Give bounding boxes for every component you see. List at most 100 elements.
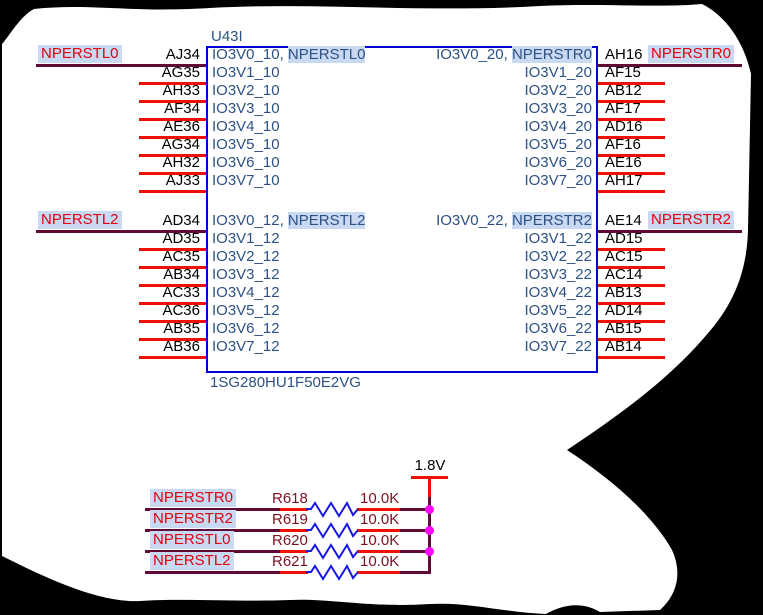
net-wire[interactable] xyxy=(400,571,431,574)
resistor-lead-wire[interactable] xyxy=(357,529,401,532)
pin-stub-wire[interactable] xyxy=(139,118,206,121)
resistor-refdes[interactable]: R621 xyxy=(272,553,308,570)
pin-number[interactable]: AF34 xyxy=(164,100,200,117)
net-label[interactable]: NPERSTL0 xyxy=(38,45,122,63)
pin-stub-wire[interactable] xyxy=(139,136,206,139)
pin-number[interactable]: AJ34 xyxy=(165,46,200,63)
pin-number[interactable]: AB12 xyxy=(605,82,642,99)
pin-number[interactable]: AG35 xyxy=(161,64,200,81)
pin-stub-wire[interactable] xyxy=(598,302,665,305)
pin-stub-wire[interactable] xyxy=(139,248,206,251)
pin-number[interactable]: AE16 xyxy=(605,154,642,171)
pin-number[interactable]: AF17 xyxy=(605,100,641,117)
pin-number[interactable]: AC15 xyxy=(605,248,643,265)
pin-number[interactable]: AC35 xyxy=(162,248,200,265)
resistor-lead-wire[interactable] xyxy=(280,550,308,553)
pin-number[interactable]: AH17 xyxy=(605,172,643,189)
pin-number[interactable]: AJ33 xyxy=(165,172,200,189)
net-label[interactable]: NPERSTR2 xyxy=(150,510,237,528)
pin-number[interactable]: AG34 xyxy=(161,136,200,153)
net-wire[interactable] xyxy=(36,230,206,233)
pin-stub-wire[interactable] xyxy=(598,248,665,251)
pin-stub-wire[interactable] xyxy=(598,136,665,139)
pin-number[interactable]: AC36 xyxy=(162,302,200,319)
pullup-bus-wire[interactable] xyxy=(428,497,431,574)
pin-number[interactable]: AD15 xyxy=(605,230,643,247)
pin-stub-wire[interactable] xyxy=(598,320,665,323)
net-label[interactable]: NPERSTL0 xyxy=(150,531,234,549)
resistor-zigzag[interactable] xyxy=(306,563,359,582)
supply-label[interactable]: 1.8V xyxy=(414,457,446,474)
pin-number[interactable]: AD14 xyxy=(605,302,643,319)
pin-stub-wire[interactable] xyxy=(598,154,665,157)
pin-stub-wire[interactable] xyxy=(598,100,665,103)
net-label[interactable]: NPERSTL2 xyxy=(38,211,122,229)
component-refdes[interactable]: U43I xyxy=(211,28,243,45)
pin-number[interactable]: AF15 xyxy=(605,64,641,81)
pin-number[interactable]: AC33 xyxy=(162,284,200,301)
resistor-value[interactable]: 10.0K xyxy=(360,553,400,570)
pin-number[interactable]: AB14 xyxy=(605,338,642,355)
pin-stub-wire[interactable] xyxy=(598,356,665,359)
net-wire[interactable] xyxy=(400,508,431,511)
pin-stub-wire[interactable] xyxy=(139,172,206,175)
resistor-value[interactable]: 10.0K xyxy=(360,532,400,549)
resistor-refdes[interactable]: R618 xyxy=(272,490,308,507)
net-label[interactable]: NPERSTR2 xyxy=(648,211,735,229)
net-wire[interactable] xyxy=(145,529,281,532)
net-wire[interactable] xyxy=(145,571,281,574)
pin-number[interactable]: AH32 xyxy=(162,154,200,171)
net-label[interactable]: NPERSTL2 xyxy=(150,552,234,570)
pin-number[interactable]: AB13 xyxy=(605,284,642,301)
pin-stub-wire[interactable] xyxy=(139,320,206,323)
pin-number[interactable]: AH16 xyxy=(605,46,643,63)
pin-number[interactable]: AD16 xyxy=(605,118,643,135)
net-wire[interactable] xyxy=(400,550,431,553)
pin-number[interactable]: AH33 xyxy=(162,82,200,99)
pin-number[interactable]: AF16 xyxy=(605,136,641,153)
pin-number[interactable]: AC14 xyxy=(605,266,643,283)
pin-stub-wire[interactable] xyxy=(139,100,206,103)
pin-stub-wire[interactable] xyxy=(598,118,665,121)
resistor-lead-wire[interactable] xyxy=(357,550,401,553)
resistor-value[interactable]: 10.0K xyxy=(360,490,400,507)
resistor-zigzag[interactable] xyxy=(306,521,359,540)
resistor-lead-wire[interactable] xyxy=(280,508,308,511)
pin-number[interactable]: AB35 xyxy=(163,320,200,337)
resistor-zigzag[interactable] xyxy=(306,500,359,519)
pin-stub-wire[interactable] xyxy=(598,338,665,341)
pin-number[interactable]: AD34 xyxy=(162,212,200,229)
power-stub-wire[interactable] xyxy=(428,478,431,498)
net-wire[interactable] xyxy=(145,508,281,511)
pin-number[interactable]: AE14 xyxy=(605,212,642,229)
pin-number[interactable]: AB15 xyxy=(605,320,642,337)
resistor-lead-wire[interactable] xyxy=(280,571,308,574)
resistor-lead-wire[interactable] xyxy=(357,571,401,574)
pin-number[interactable]: AB36 xyxy=(163,338,200,355)
net-label[interactable]: NPERSTR0 xyxy=(150,489,237,507)
pin-stub-wire[interactable] xyxy=(139,302,206,305)
net-wire[interactable] xyxy=(598,230,742,233)
pin-number[interactable]: AE36 xyxy=(163,118,200,135)
pin-number[interactable]: AB34 xyxy=(163,266,200,283)
pin-stub-wire[interactable] xyxy=(139,190,206,193)
resistor-value[interactable]: 10.0K xyxy=(360,511,400,528)
resistor-zigzag[interactable] xyxy=(306,542,359,561)
pin-stub-wire[interactable] xyxy=(598,190,665,193)
resistor-lead-wire[interactable] xyxy=(357,508,401,511)
resistor-refdes[interactable]: R620 xyxy=(272,532,308,549)
pin-stub-wire[interactable] xyxy=(139,284,206,287)
pin-stub-wire[interactable] xyxy=(139,338,206,341)
component-part-number[interactable]: 1SG280HU1F50E2VG xyxy=(210,374,361,391)
pin-stub-wire[interactable] xyxy=(598,284,665,287)
resistor-refdes[interactable]: R619 xyxy=(272,511,308,528)
pin-stub-wire[interactable] xyxy=(598,266,665,269)
resistor-lead-wire[interactable] xyxy=(280,529,308,532)
net-wire[interactable] xyxy=(36,64,206,67)
pin-stub-wire[interactable] xyxy=(139,356,206,359)
pin-stub-wire[interactable] xyxy=(598,82,665,85)
component-body[interactable] xyxy=(206,46,598,373)
pin-number[interactable]: AD35 xyxy=(162,230,200,247)
pin-stub-wire[interactable] xyxy=(139,154,206,157)
net-label[interactable]: NPERSTR0 xyxy=(648,45,735,63)
